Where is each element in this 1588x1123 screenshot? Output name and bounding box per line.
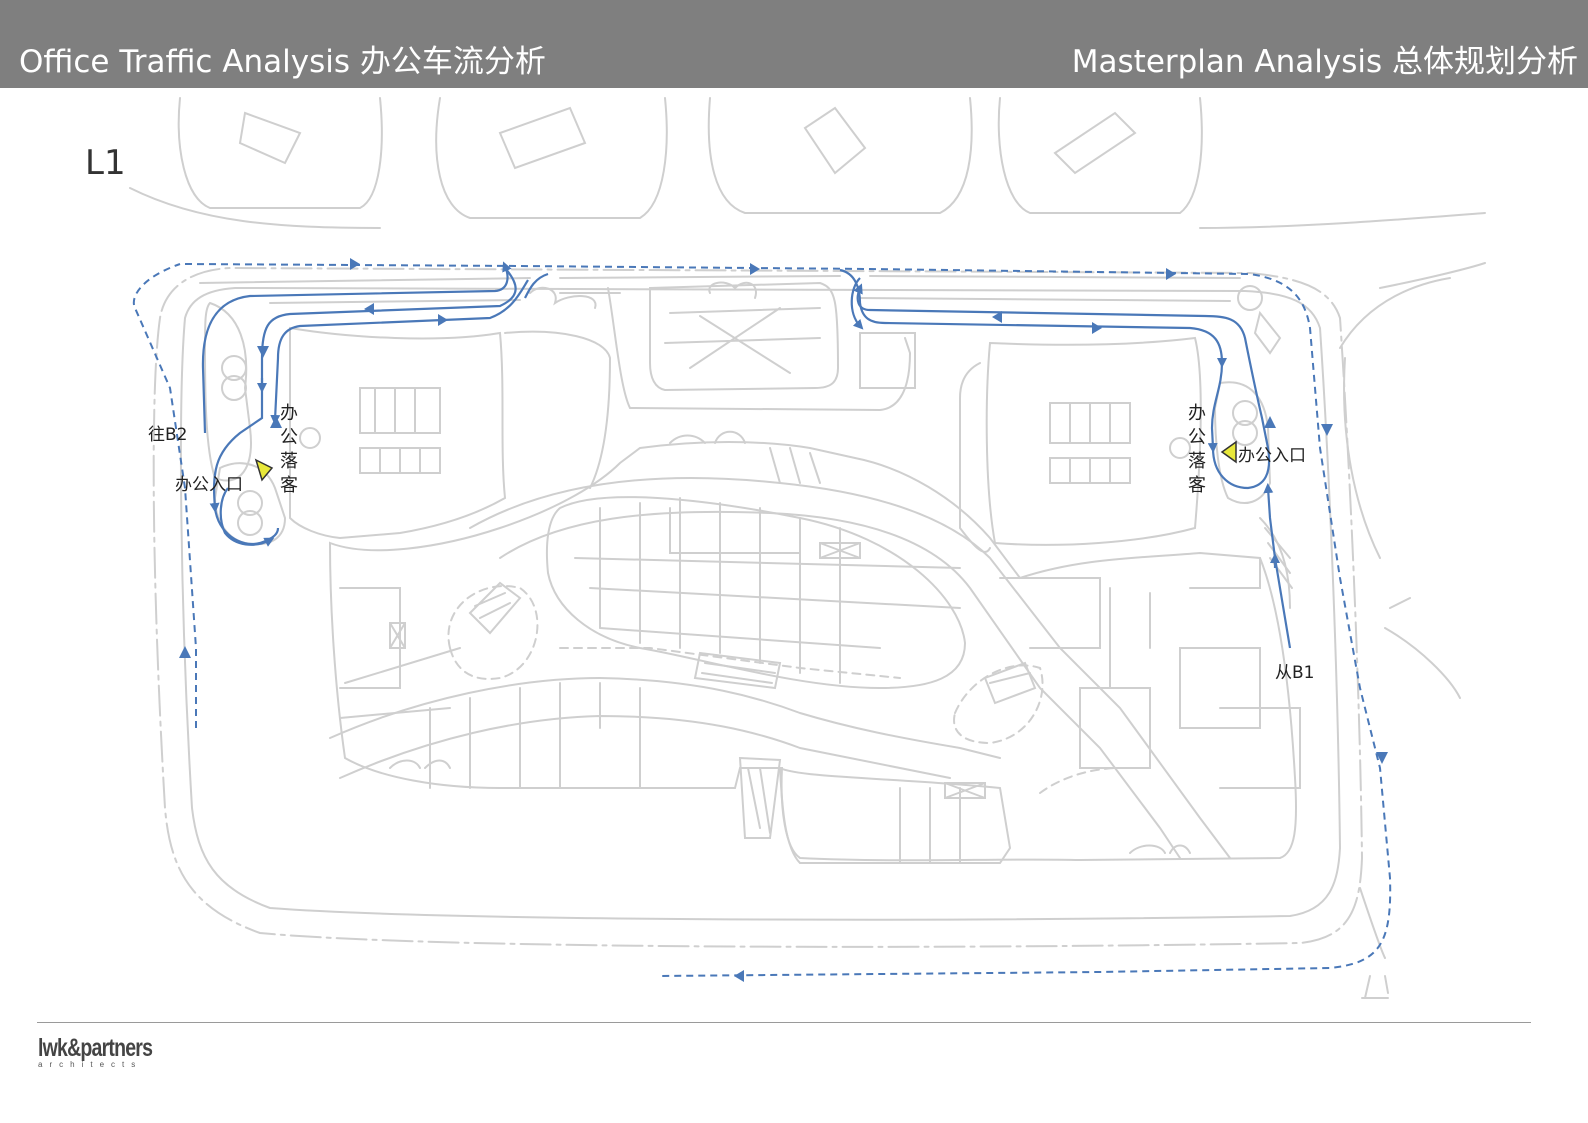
section-title: Masterplan Analysis 总体规划分析	[1071, 44, 1578, 80]
company-logo: lwk&partners	[38, 1034, 153, 1062]
company-logo-subtext: architects	[38, 1060, 143, 1069]
office-traffic-route	[201, 261, 1292, 649]
page-title: Office Traffic Analysis 办公车流分析	[19, 44, 546, 80]
from-b1-label: 从B1	[1275, 663, 1315, 683]
footer-divider	[37, 1022, 1531, 1023]
title-bar: Office Traffic Analysis 办公车流分析 Masterpla…	[0, 0, 1588, 88]
office-dropoff-label-right: 办公落客	[1188, 403, 1206, 496]
office-entrance-marker-left	[254, 458, 274, 482]
office-entrance-marker-right	[1220, 440, 1237, 464]
office-entrance-label-left: 办公入口	[175, 475, 243, 495]
site-plan-sketch	[129, 97, 1486, 999]
to-b2-label: 往B2	[148, 425, 188, 445]
perimeter-traffic-route	[132, 263, 1392, 977]
level-label: L1	[85, 143, 126, 183]
office-dropoff-label-left: 办公落客	[280, 403, 298, 496]
office-entrance-label-right: 办公入口	[1238, 446, 1306, 466]
office-flow-direction-arrows	[257, 303, 1276, 428]
sketch-context	[129, 97, 1486, 999]
perimeter-route-arrows	[179, 258, 1388, 982]
